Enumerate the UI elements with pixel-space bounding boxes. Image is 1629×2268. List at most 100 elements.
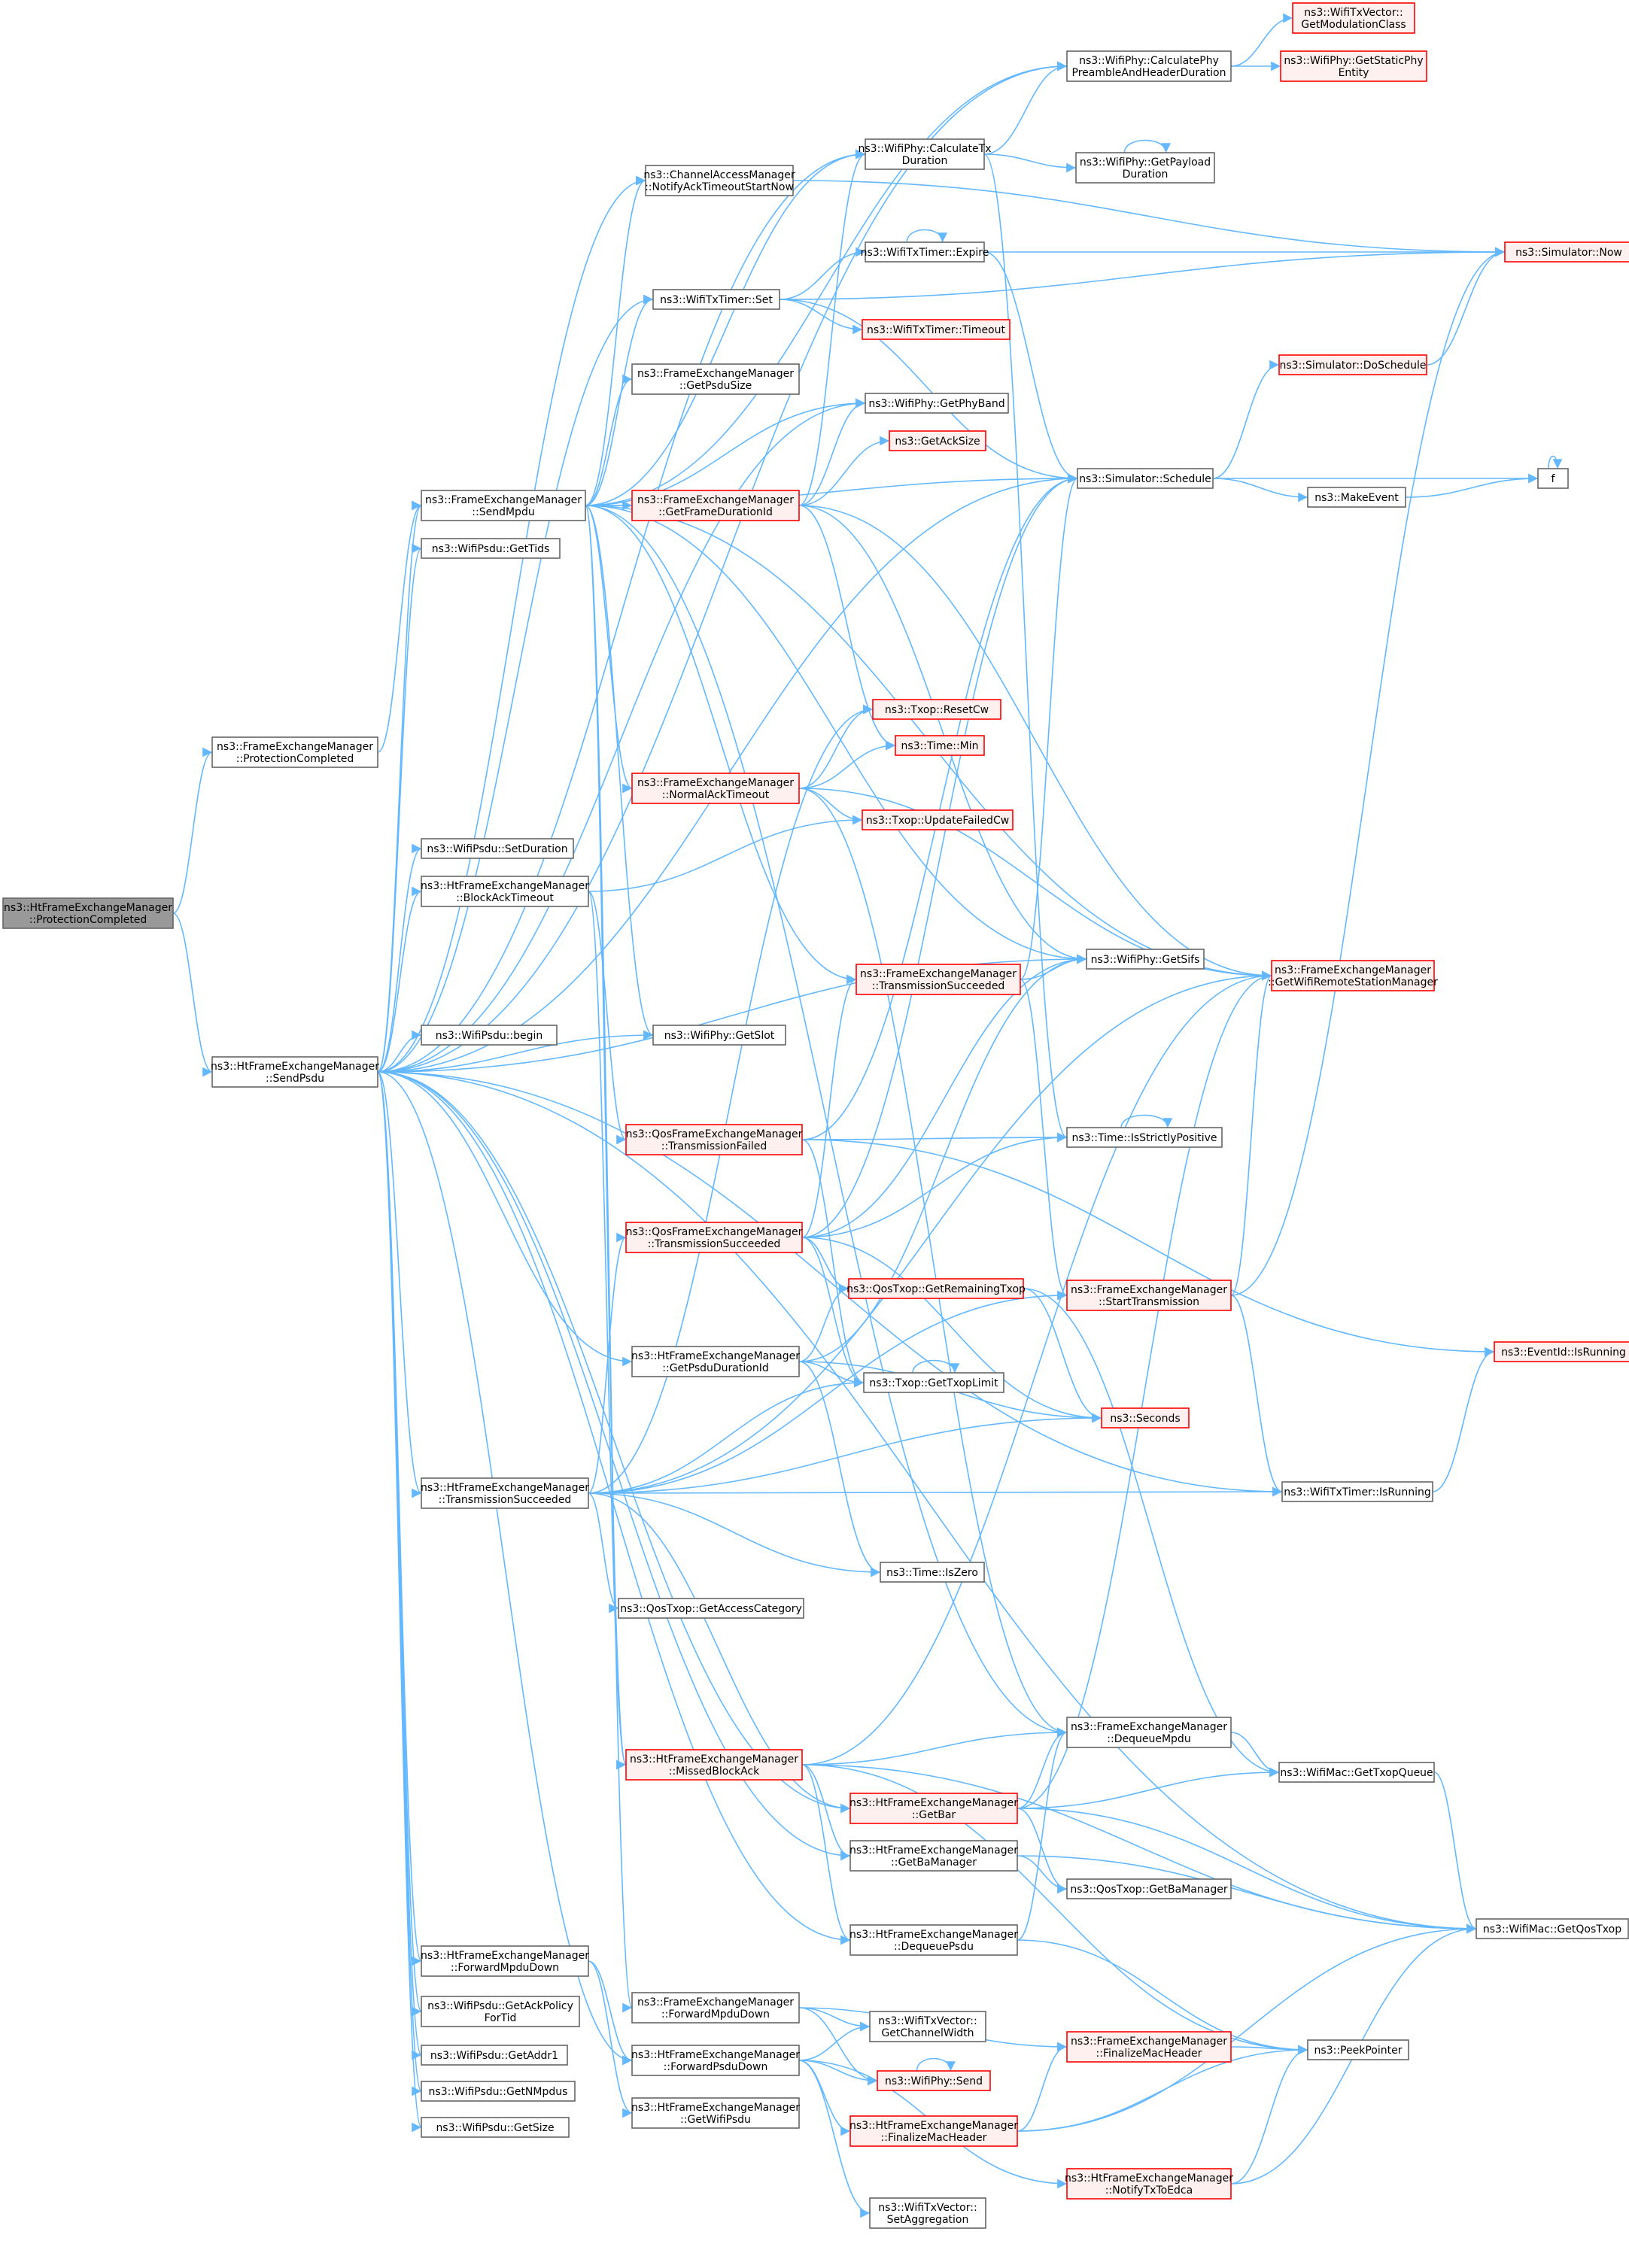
graph-node-fem_getremote[interactable]: ns3::FrameExchangeManager::GetWifiRemote…	[1268, 960, 1438, 991]
graph-node-cam_notify[interactable]: ns3::ChannelAccessManager::NotifyAckTime…	[643, 165, 795, 196]
graph-node-psdu_nmpdus[interactable]: ns3::WifiPsdu::GetNMpdus	[421, 2081, 576, 2102]
graph-node-psdu_setdur[interactable]: ns3::WifiPsdu::SetDuration	[421, 838, 574, 859]
graph-node-qfem_txfailed[interactable]: ns3::QosFrameExchangeManager::Transmissi…	[625, 1124, 803, 1155]
graph-node-eventid_isrunning[interactable]: ns3::EventId::IsRunning	[1494, 1341, 1629, 1362]
node-label: ::TransmissionSucceeded	[648, 1238, 781, 1250]
graph-node-fem_dequeuempdu[interactable]: ns3::FrameExchangeManager::DequeueMpdu	[1066, 1717, 1232, 1748]
node-label: ns3::FrameExchangeManager	[1071, 1721, 1227, 1733]
graph-node-ht_getpsdudur[interactable]: ns3::HtFrameExchangeManager::GetPsduDura…	[631, 1346, 800, 1377]
graph-node-sim_now[interactable]: ns3::Simulator::Now	[1504, 241, 1629, 263]
node-label: ::NotifyTxToEdca	[1105, 2185, 1193, 2197]
graph-node-sim_dosched[interactable]: ns3::Simulator::DoSchedule	[1278, 354, 1427, 375]
graph-node-mac_getqostxop[interactable]: ns3::WifiMac::GetQosTxop	[1476, 1918, 1629, 1939]
graph-node-peekpointer[interactable]: ns3::PeekPointer	[1307, 2039, 1409, 2060]
graph-node-ht_getbamgr[interactable]: ns3::HtFrameExchangeManager::GetBaManage…	[849, 1840, 1018, 1872]
node-box	[1307, 2039, 1409, 2060]
graph-node-fem_protcompl[interactable]: ns3::FrameExchangeManager::ProtectionCom…	[211, 736, 378, 768]
graph-node-fem_sendmpdu[interactable]: ns3::FrameExchangeManager::SendMpdu	[421, 490, 586, 521]
graph-node-fem_getpsdusize[interactable]: ns3::FrameExchangeManager::GetPsduSize	[631, 363, 800, 395]
graph-node-ht_batimeout[interactable]: ns3::HtFrameExchangeManager::BlockAckTim…	[421, 876, 589, 907]
node-label: ::SendPsdu	[266, 1073, 324, 1085]
node-label: ns3::FrameExchangeManager	[637, 1996, 794, 2008]
graph-node-psdu_size[interactable]: ns3::WifiPsdu::GetSize	[421, 2117, 570, 2138]
graph-node-phy_calcpreamble[interactable]: ns3::WifiPhy::CalculatePhyPreambleAndHea…	[1066, 50, 1232, 82]
graph-node-qostxop_getbamgr[interactable]: ns3::QosTxop::GetBaManager	[1066, 1878, 1232, 1899]
graph-node-psdu_gettids[interactable]: ns3::WifiPsdu::GetTids	[421, 538, 561, 559]
edge-ht_notifytx-to-peekpointer	[1230, 2045, 1308, 2185]
graph-node-qostxop_remain[interactable]: ns3::QosTxop::GetRemainingTxop	[846, 1278, 1026, 1299]
graph-node-ht_notifytx[interactable]: ns3::HtFrameExchangeManager::NotifyTxToE…	[1065, 2168, 1233, 2200]
graph-node-txop_resetcw[interactable]: ns3::Txop::ResetCw	[872, 699, 1001, 720]
graph-node-mac_gettxopqueue[interactable]: ns3::WifiMac::GetTxopQueue	[1278, 1762, 1435, 1783]
node-box	[625, 1222, 803, 1253]
graph-node-fem_startsx[interactable]: ns3::FrameExchangeManager::StartTransmis…	[1066, 1280, 1232, 1311]
node-box	[1494, 1341, 1629, 1362]
graph-node-phy_send[interactable]: ns3::WifiPhy::Send	[877, 2070, 991, 2091]
graph-node-time_strictpos[interactable]: ns3::Time::IsStrictlyPositive	[1066, 1127, 1223, 1148]
graph-node-phy_getsifs[interactable]: ns3::WifiPhy::GetSifs	[1086, 949, 1205, 970]
graph-node-fem_normalack[interactable]: ns3::FrameExchangeManager::NormalAckTime…	[631, 773, 800, 804]
node-label: ns3::WifiPsdu::SetDuration	[427, 843, 567, 855]
graph-node-ht_missedba[interactable]: ns3::HtFrameExchangeManager::MissedBlock…	[625, 1749, 803, 1781]
graph-node-ht_finalize[interactable]: ns3::HtFrameExchangeManager::FinalizeMac…	[849, 2115, 1018, 2147]
graph-node-phy_getslot[interactable]: ns3::WifiPhy::GetSlot	[652, 1025, 786, 1046]
graph-node-txtimer_isrunning[interactable]: ns3::WifiTxTimer::IsRunning	[1281, 1481, 1433, 1502]
graph-node-makeevent[interactable]: ns3::MakeEvent	[1307, 487, 1406, 508]
graph-node-psdu_addr1[interactable]: ns3::WifiPsdu::GetAddr1	[421, 2045, 568, 2066]
node-label: ns3::FrameExchangeManager	[1071, 2036, 1227, 2048]
node-label: GetModulationClass	[1301, 19, 1406, 31]
graph-node-root[interactable]: ns3::HtFrameExchangeManager::ProtectionC…	[2, 897, 174, 929]
graph-node-f[interactable]: f	[1537, 468, 1569, 489]
graph-node-sim_schedule[interactable]: ns3::Simulator::Schedule	[1077, 468, 1214, 489]
node-box	[856, 964, 1021, 995]
graph-node-qfem_txsucc[interactable]: ns3::QosFrameExchangeManager::Transmissi…	[625, 1222, 803, 1253]
graph-node-ht_dequeuepsdu[interactable]: ns3::HtFrameExchangeManager::DequeuePsdu	[849, 1924, 1018, 1956]
node-label: ::GetWifiRemoteStationManager	[1268, 976, 1438, 988]
node-box	[1292, 2, 1415, 34]
graph-node-time_iszero[interactable]: ns3::Time::IsZero	[880, 1562, 985, 1583]
graph-node-txvec_modclass[interactable]: ns3::WifiTxVector::GetModulationClass	[1292, 2, 1415, 34]
graph-node-phy_getphyband[interactable]: ns3::WifiPhy::GetPhyBand	[865, 393, 1009, 414]
graph-node-txtimer_set[interactable]: ns3::WifiTxTimer::Set	[652, 289, 780, 310]
graph-node-ht_fwdmpdu[interactable]: ns3::HtFrameExchangeManager::ForwardMpdu…	[421, 1945, 589, 1977]
edge-ht_txsucc-to-txop_resetcw	[588, 704, 874, 1494]
edge-ht_txsucc-to-txtimer_isrunning	[588, 1486, 1283, 1497]
edge-fem_sendmpdu-to-ht_missedba	[585, 505, 627, 1769]
edge-fem_getframedur-to-phy_calctx	[798, 149, 866, 506]
graph-node-txvec_setagg[interactable]: ns3::WifiTxVector::SetAggregation	[869, 2197, 986, 2229]
edge-qfem_txsucc-to-seconds	[801, 1237, 1102, 1423]
graph-node-psdu_begin[interactable]: ns3::WifiPsdu::begin	[421, 1025, 558, 1046]
graph-node-fem_finalize[interactable]: ns3::FrameExchangeManager::FinalizeMacHe…	[1066, 2031, 1232, 2063]
graph-node-getacksize[interactable]: ns3::GetAckSize	[889, 430, 986, 451]
graph-node-txtimer_expire[interactable]: ns3::WifiTxTimer::Expire	[861, 241, 989, 263]
node-label: ns3::WifiPsdu::begin	[436, 1030, 543, 1042]
graph-node-ht_fwdpsdu[interactable]: ns3::HtFrameExchangeManager::ForwardPsdu…	[631, 2045, 800, 2076]
node-label: ns3::MakeEvent	[1314, 492, 1399, 504]
graph-node-txvec_chwidth[interactable]: ns3::WifiTxVector::GetChannelWidth	[869, 2011, 986, 2042]
graph-node-txtimer_timeout[interactable]: ns3::WifiTxTimer::Timeout	[862, 319, 1011, 340]
graph-node-time_min[interactable]: ns3::Time::Min	[895, 735, 985, 756]
graph-node-ht_sendpsdu[interactable]: ns3::HtFrameExchangeManager::SendPsdu	[211, 1056, 379, 1088]
graph-node-ht_getbar[interactable]: ns3::HtFrameExchangeManager::GetBar	[849, 1793, 1018, 1824]
graph-node-qostxop_ac[interactable]: ns3::QosTxop::GetAccessCategory	[618, 1598, 804, 1619]
graph-node-fem_txsucc[interactable]: ns3::FrameExchangeManager::TransmissionS…	[856, 964, 1021, 995]
edge-ht_getbar-to-mac_gettxopqueue	[1017, 1767, 1280, 1809]
edge-ht_getbar-to-fem_getremote	[1017, 970, 1272, 1809]
graph-node-fem_getframedur[interactable]: ns3::FrameExchangeManager::GetFrameDurat…	[631, 490, 800, 521]
edge-txtimer_expire-to-txtimer_expire	[906, 229, 948, 243]
node-label: ns3::HtFrameExchangeManager	[631, 1350, 800, 1362]
graph-node-fem_fwdmpdu[interactable]: ns3::FrameExchangeManager::ForwardMpduDo…	[631, 1992, 800, 2024]
graph-node-ht_getwifipsdu[interactable]: ns3::HtFrameExchangeManager::GetWifiPsdu	[631, 2097, 800, 2129]
edge-ht_batimeout-to-ht_missedba	[588, 891, 627, 1769]
node-label: ns3::FrameExchangeManager	[637, 368, 794, 380]
edge-ht_sendpsdu-to-ht_txsucc	[377, 1071, 422, 1498]
node-box	[1281, 1481, 1433, 1502]
graph-node-ht_txsucc[interactable]: ns3::HtFrameExchangeManager::Transmissio…	[421, 1477, 589, 1509]
graph-node-txop_updfailcw[interactable]: ns3::Txop::UpdateFailedCw	[862, 809, 1014, 830]
graph-node-txop_gettxoplimit[interactable]: ns3::Txop::GetTxopLimit	[863, 1372, 1004, 1393]
graph-node-seconds[interactable]: ns3::Seconds	[1101, 1407, 1190, 1429]
